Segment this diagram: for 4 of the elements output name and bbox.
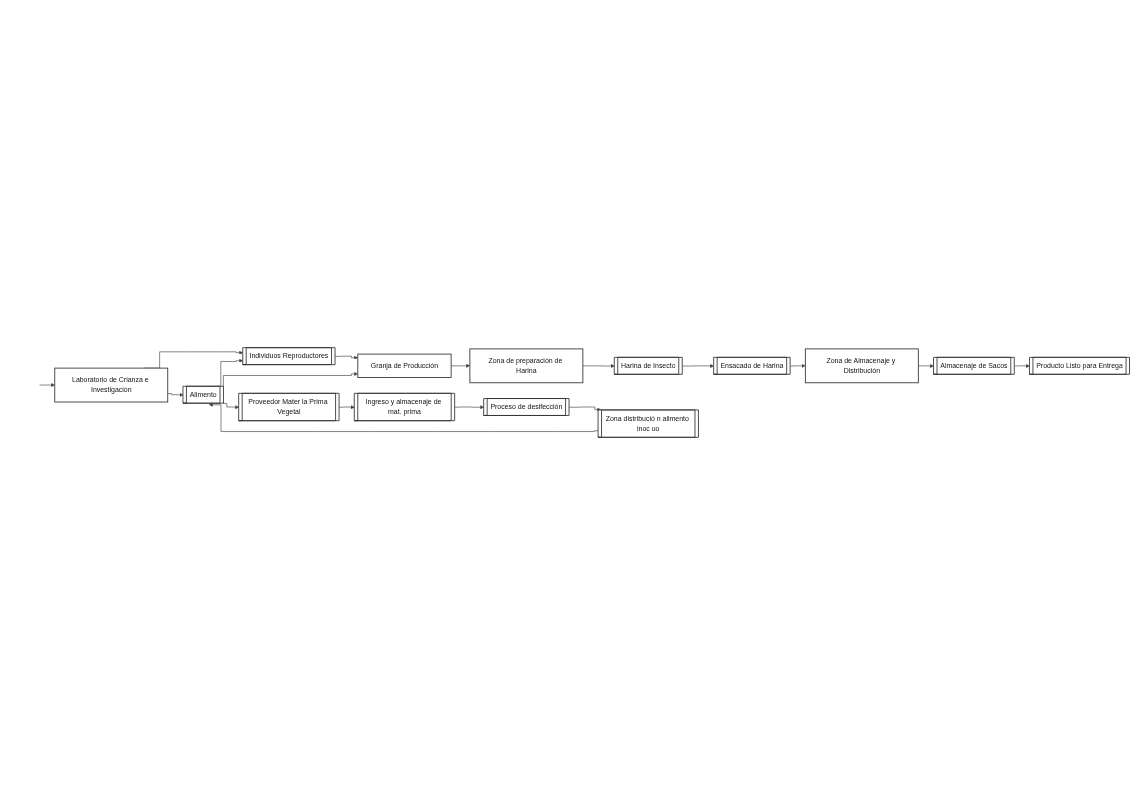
node-box <box>54 367 169 403</box>
node-box <box>804 348 919 384</box>
node-box <box>357 353 452 378</box>
node-box <box>469 348 584 384</box>
